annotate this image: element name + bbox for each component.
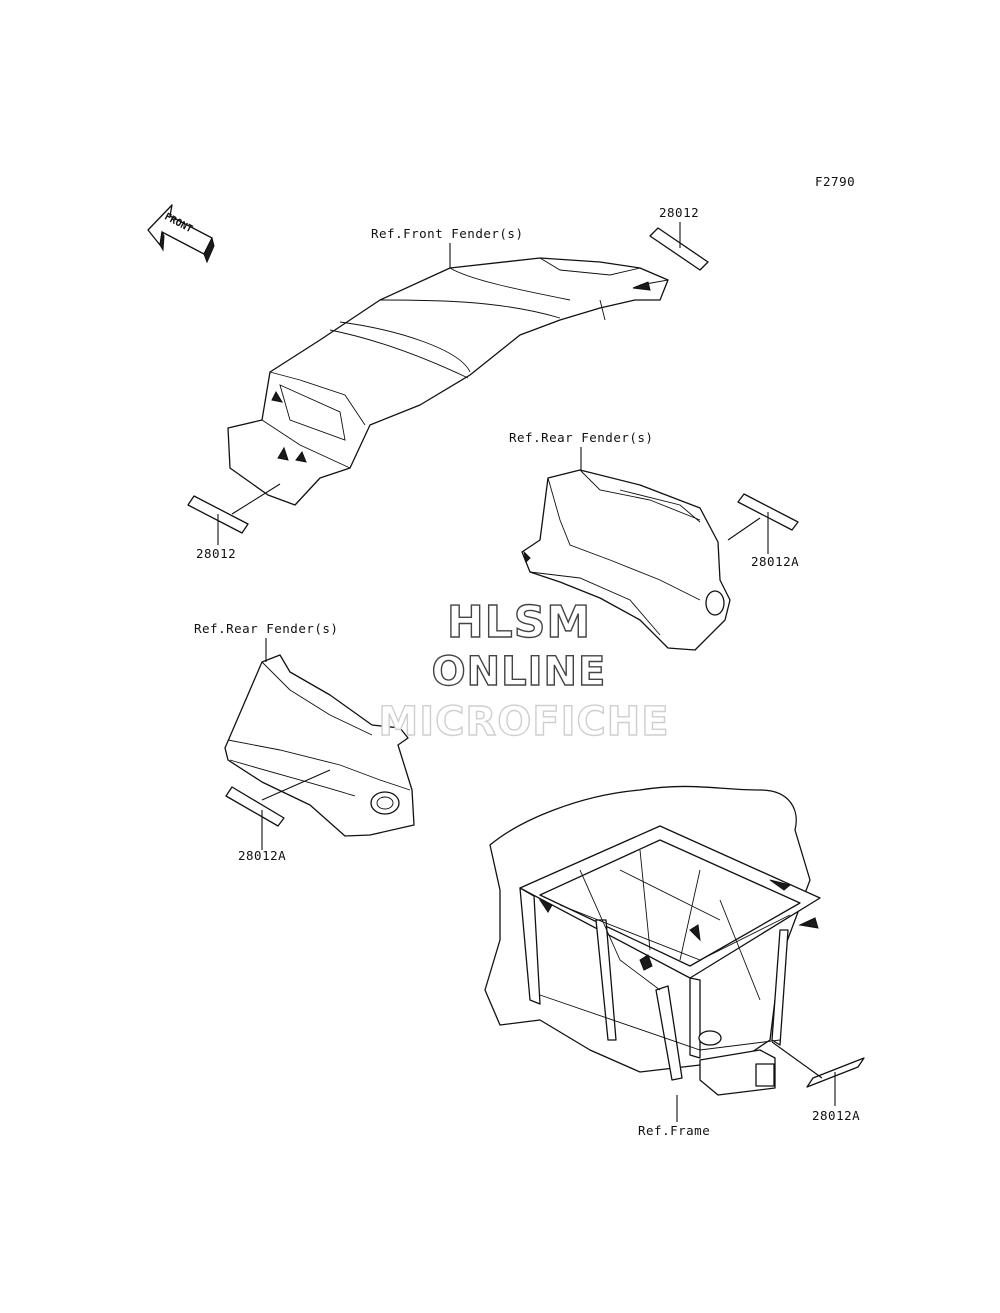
part-28012-top-label: 28012	[659, 205, 699, 220]
decal-28012a-frame-pointer	[771, 1041, 823, 1079]
part-28012a-frame-label: 28012A	[812, 1108, 860, 1123]
rear-fender-right-drawing	[521, 469, 731, 651]
decal-28012a-right-pointer	[727, 517, 761, 541]
figure-id: F2790	[815, 174, 855, 189]
part-28012-bottom-label: 28012	[196, 546, 236, 561]
rear-fender-right-ref-label: Ref.Rear Fender(s)	[509, 430, 653, 445]
decal-28012a-left-pointer	[261, 769, 331, 801]
watermark-line2: ONLINE	[432, 649, 607, 695]
decal-28012-top	[649, 227, 709, 271]
frame-ref-label: Ref.Frame	[638, 1123, 710, 1138]
front-arrow-icon: FRONT	[147, 204, 215, 264]
watermark-line3: MICROFICHE	[378, 699, 669, 745]
watermark: HLSM ONLINE MICROFICHE	[378, 596, 670, 745]
frame-drawing	[484, 785, 821, 1096]
front-fender-ref-label: Ref.Front Fender(s)	[371, 226, 524, 241]
rear-fender-left-ref-label: Ref.Rear Fender(s)	[194, 621, 338, 636]
part-28012a-left-label: 28012A	[238, 848, 286, 863]
front-fender-drawing	[227, 257, 669, 506]
part-28012a-right-label: 28012A	[751, 554, 799, 569]
rear-fender-left-drawing	[224, 654, 415, 837]
decal-28012a-left	[225, 786, 285, 827]
watermark-line1: HLSM	[447, 597, 591, 648]
decal-28012-bottom-pointer	[231, 483, 281, 515]
